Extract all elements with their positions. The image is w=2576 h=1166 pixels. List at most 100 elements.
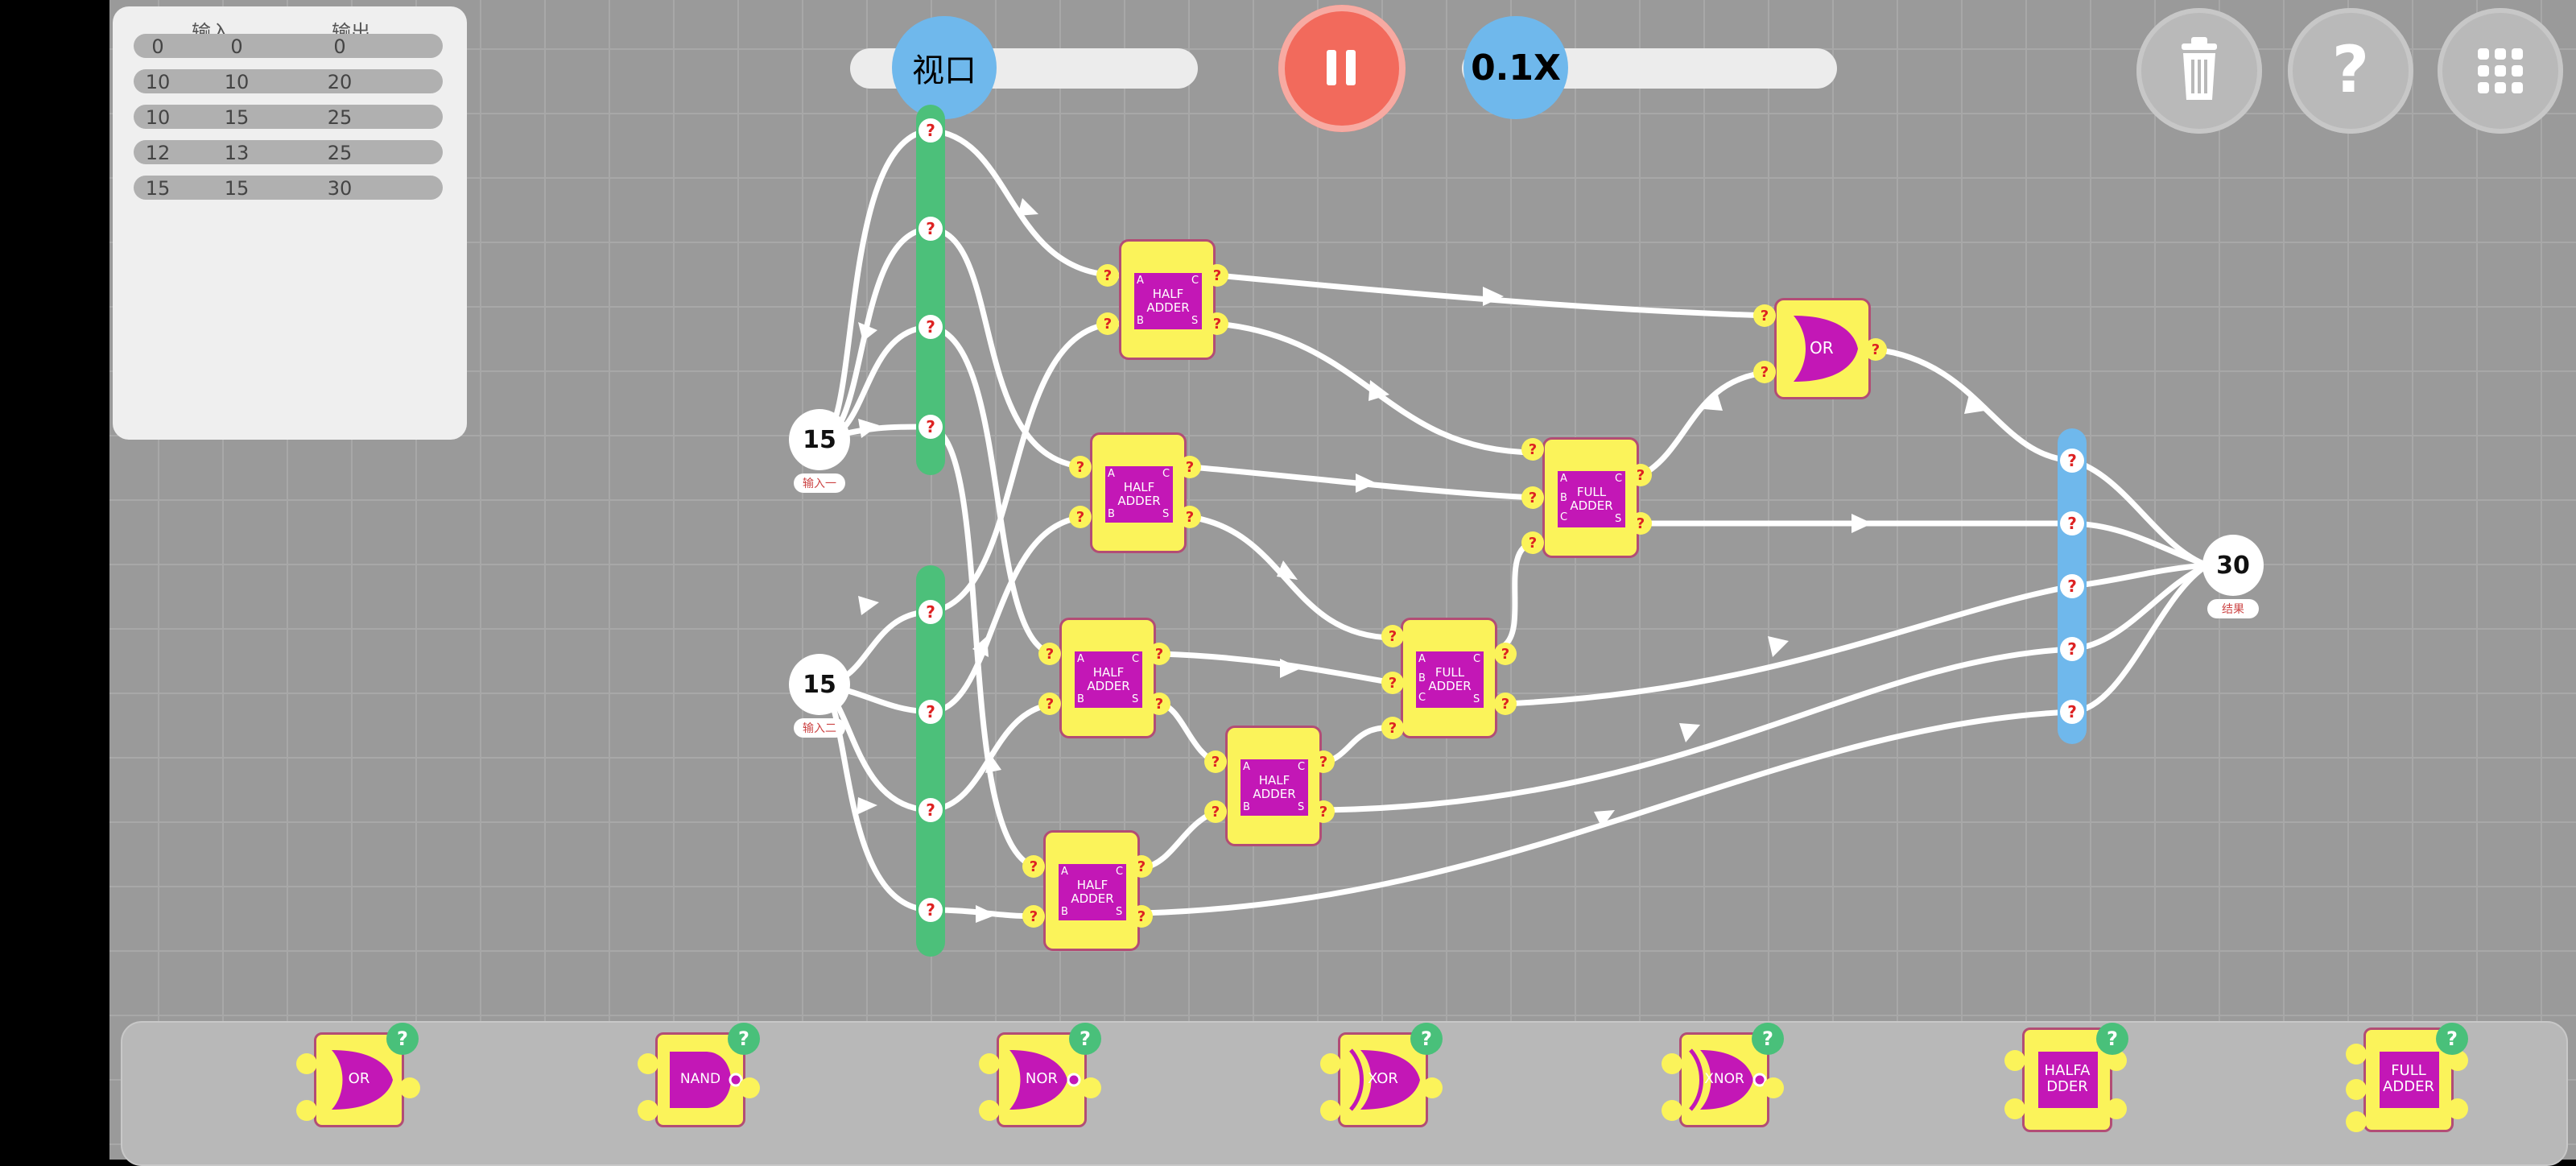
gate-port[interactable]: ? <box>1069 456 1092 478</box>
input1-bus-rail[interactable] <box>916 105 945 475</box>
bus-node[interactable]: ? <box>919 798 943 822</box>
palette-help-half-adder[interactable]: ? <box>2096 1023 2128 1055</box>
gate-port[interactable]: ? <box>1864 338 1887 361</box>
table-cell: 0 <box>333 35 346 58</box>
palette-xor-gate[interactable]: XOR <box>1338 1032 1428 1127</box>
wire-arrow <box>857 797 877 815</box>
palette-xnor-gate[interactable]: XNOR <box>1679 1032 1769 1127</box>
gate-port[interactable]: ? <box>1096 264 1119 287</box>
palette-pin <box>2346 1044 2367 1065</box>
palette-help-xor[interactable]: ? <box>1410 1023 1443 1055</box>
palette-nor-gate[interactable]: NOR <box>997 1032 1087 1127</box>
question-icon: ? <box>2332 32 2369 107</box>
bus-node[interactable]: ? <box>919 700 943 724</box>
gate-port[interactable]: ? <box>1381 717 1404 739</box>
bus-node[interactable]: ? <box>919 600 943 624</box>
gate-port[interactable]: ? <box>1179 506 1201 528</box>
bus-node[interactable]: ? <box>919 217 943 241</box>
palette-help-nor[interactable]: ? <box>1069 1023 1101 1055</box>
gate-port[interactable]: ? <box>1629 464 1652 486</box>
bus-node[interactable]: ? <box>2060 511 2084 535</box>
gate-port[interactable]: ? <box>1494 693 1517 715</box>
gate-port[interactable]: ? <box>1494 643 1517 665</box>
table-cell: 0 <box>151 35 164 58</box>
gate-port[interactable]: ? <box>1206 264 1228 287</box>
circuit-board[interactable] <box>109 0 2576 1160</box>
gate-port[interactable]: ? <box>1096 312 1119 335</box>
gate-port[interactable]: ? <box>1753 361 1776 383</box>
palette-help-nand[interactable]: ? <box>728 1023 760 1055</box>
palette-pin <box>1422 1077 1443 1098</box>
gate-port[interactable]: ? <box>1521 486 1544 509</box>
gate-port[interactable]: ? <box>1204 800 1227 823</box>
wire <box>1501 583 2075 707</box>
wire <box>927 324 1063 657</box>
gate-port[interactable]: ? <box>1148 643 1170 665</box>
input2-node[interactable]: 15 <box>789 654 850 715</box>
wire-arrow <box>1368 380 1389 401</box>
wire <box>2069 562 2211 715</box>
bus-node[interactable]: ? <box>2060 574 2084 598</box>
bus-node[interactable]: ? <box>919 118 943 143</box>
menu-button[interactable] <box>2438 8 2563 134</box>
bus-node[interactable]: ? <box>2060 700 2084 724</box>
gate-port[interactable]: ? <box>1130 855 1153 878</box>
palette-pin <box>1320 1100 1341 1121</box>
gate-port[interactable]: ? <box>1629 512 1652 535</box>
gate-port[interactable]: ? <box>1753 304 1776 327</box>
input1-label: 输入一 <box>794 473 845 493</box>
gate-port[interactable]: ? <box>1521 438 1544 461</box>
gate-port[interactable]: ? <box>1179 456 1201 478</box>
gate-port[interactable]: ? <box>1206 312 1228 335</box>
grid-icon <box>2478 48 2523 93</box>
input2-bus-rail[interactable] <box>916 565 945 957</box>
help-button[interactable]: ? <box>2288 8 2413 134</box>
input1-node[interactable]: 15 <box>789 409 850 470</box>
wire <box>2069 562 2211 652</box>
wire-arrow <box>1703 390 1723 411</box>
wire <box>2069 562 2211 589</box>
gate-port[interactable]: ? <box>1038 643 1061 665</box>
bus-node[interactable]: ? <box>919 415 943 439</box>
speed-slider-knob[interactable]: 0.1X <box>1463 16 1568 119</box>
output-label: 结果 <box>2207 599 2259 618</box>
bus-node[interactable]: ? <box>919 315 943 339</box>
gate-port[interactable]: ? <box>1130 905 1153 928</box>
gate-port[interactable]: ? <box>1381 625 1404 647</box>
gate-port[interactable]: ? <box>1312 800 1335 823</box>
or-gate[interactable]: OR <box>1774 298 1871 419</box>
gate-port[interactable]: ? <box>1022 905 1045 928</box>
gate-port[interactable]: ? <box>1038 693 1061 715</box>
viewport-slider-knob[interactable]: 视口 <box>892 16 997 119</box>
gate-port[interactable]: ? <box>1381 672 1404 694</box>
gate-port[interactable]: ? <box>1148 693 1170 715</box>
bus-node[interactable]: ? <box>2060 449 2084 473</box>
bus-node[interactable]: ? <box>919 898 943 922</box>
wire <box>927 127 1122 279</box>
gate-port[interactable]: ? <box>1022 855 1045 878</box>
palette-pin <box>1662 1053 1682 1074</box>
palette-pin <box>2346 1079 2367 1100</box>
gate-port[interactable]: ? <box>1521 531 1544 554</box>
palette-help-full-adder[interactable]: ? <box>2436 1023 2468 1055</box>
bus-node[interactable]: ? <box>2060 637 2084 661</box>
gate-port[interactable]: ? <box>1069 506 1092 528</box>
pause-button[interactable] <box>1278 5 1406 132</box>
wire <box>1158 651 1396 686</box>
palette-help-xnor[interactable]: ? <box>1752 1023 1784 1055</box>
trash-button[interactable] <box>2136 8 2262 134</box>
gate-port[interactable]: ? <box>1312 750 1335 773</box>
palette-help-or[interactable]: ? <box>386 1023 419 1055</box>
wire <box>927 514 1095 715</box>
table-cell: 15 <box>145 177 171 200</box>
gate-port[interactable]: ? <box>1204 750 1227 773</box>
